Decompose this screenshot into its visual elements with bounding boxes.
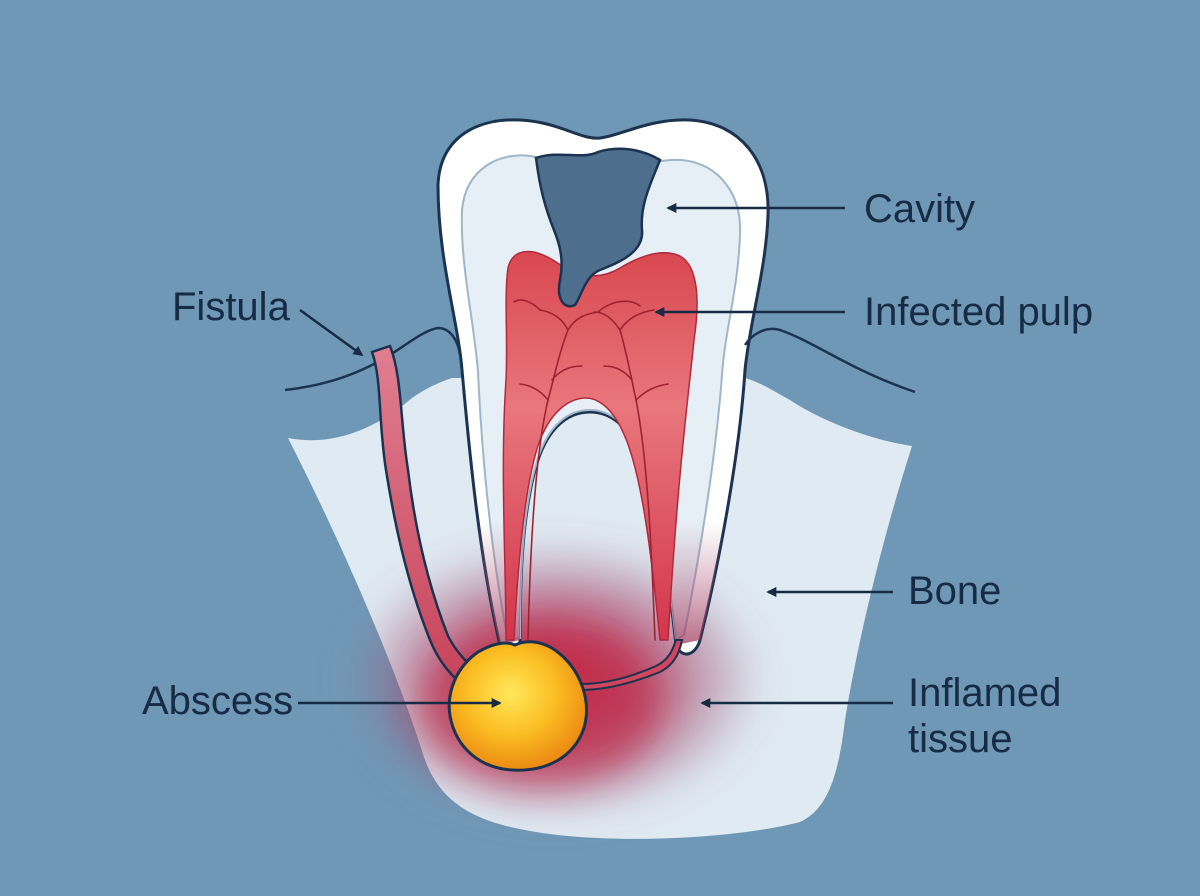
- cavity: [534, 147, 662, 308]
- fistula-leader: [299, 308, 364, 357]
- infected-pulp: [502, 250, 698, 641]
- label-cavity: Cavity: [864, 187, 975, 231]
- gum-line-right: [743, 327, 916, 394]
- label-abscess: Abscess: [142, 679, 293, 723]
- label-infected-pulp: Infected pulp: [864, 290, 1093, 334]
- abscess: [447, 640, 588, 772]
- pulp-vessels: [513, 299, 669, 641]
- gum-line-left: [284, 326, 462, 392]
- drainage-tract: [579, 639, 684, 692]
- label-inflamed-tissue-line1: Inflamed: [908, 671, 1061, 715]
- label-inflamed-tissue-line2: tissue: [908, 717, 1013, 761]
- label-bone: Bone: [908, 569, 1001, 613]
- label-fistula: Fistula: [172, 285, 291, 329]
